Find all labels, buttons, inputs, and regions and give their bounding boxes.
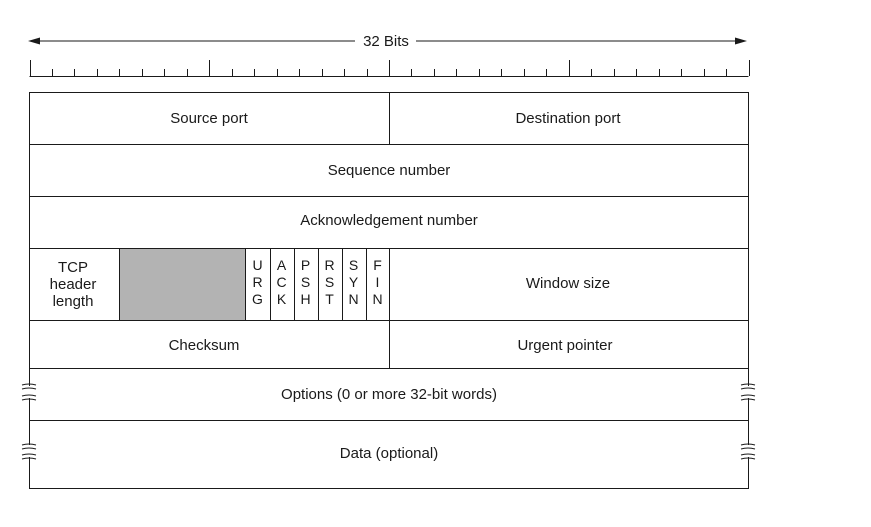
flag-letter: R: [324, 257, 334, 273]
tcp-header-length-line3: length: [53, 293, 94, 310]
window-size-label: Window size: [526, 275, 610, 292]
bit-width-arrow: 32 Bits: [28, 33, 747, 50]
break-mark-right-options-2: [740, 394, 756, 401]
flag-letter: F: [373, 257, 382, 273]
checksum-label: Checksum: [169, 337, 240, 354]
flag-letter: P: [301, 257, 310, 273]
source-port-label: Source port: [170, 110, 248, 127]
reserved-field: [120, 249, 245, 320]
bit-width-label: 32 Bits: [363, 33, 409, 50]
tcp-header-length-line2: header: [50, 276, 97, 293]
options-label: Options (0 or more 32-bit words): [281, 386, 497, 403]
break-mark-right-options: [740, 383, 756, 390]
flag-letter: N: [348, 291, 358, 307]
flag-letter: K: [277, 291, 287, 307]
break-mark-left-options: [21, 383, 37, 390]
flag-letter: R: [252, 274, 262, 290]
break-mark-right-data-2: [740, 453, 756, 460]
acknowledgement-number-label: Acknowledgement number: [300, 212, 478, 229]
data-label: Data (optional): [340, 445, 438, 462]
flag-letter: C: [276, 274, 286, 290]
bit-ruler: [29, 60, 750, 77]
break-mark-right-data: [740, 443, 756, 450]
header-frame: [29, 92, 749, 489]
break-mark-left-options-2: [21, 394, 37, 401]
break-mark-left-data: [21, 443, 37, 450]
flag-letter: S: [349, 257, 358, 273]
flag-letter: G: [252, 291, 263, 307]
flag-letter: Y: [349, 274, 359, 290]
flag-letter: T: [325, 291, 334, 307]
flag-letter: N: [372, 291, 382, 307]
arrow-left-head: [28, 37, 40, 45]
flag-letter: I: [376, 274, 380, 290]
break-mark-left-data-2: [21, 453, 37, 460]
flag-letter: S: [325, 274, 334, 290]
sequence-number-label: Sequence number: [328, 162, 451, 179]
break-marks: [21, 383, 756, 460]
urgent-pointer-label: Urgent pointer: [517, 337, 612, 354]
destination-port-label: Destination port: [515, 110, 621, 127]
arrow-right-head: [735, 37, 747, 45]
flag-letter: A: [277, 257, 287, 273]
flag-letter: S: [301, 274, 310, 290]
flag-letter: U: [252, 257, 262, 273]
flag-letter: H: [300, 291, 310, 307]
tcp-header-length-line1: TCP: [58, 259, 88, 276]
